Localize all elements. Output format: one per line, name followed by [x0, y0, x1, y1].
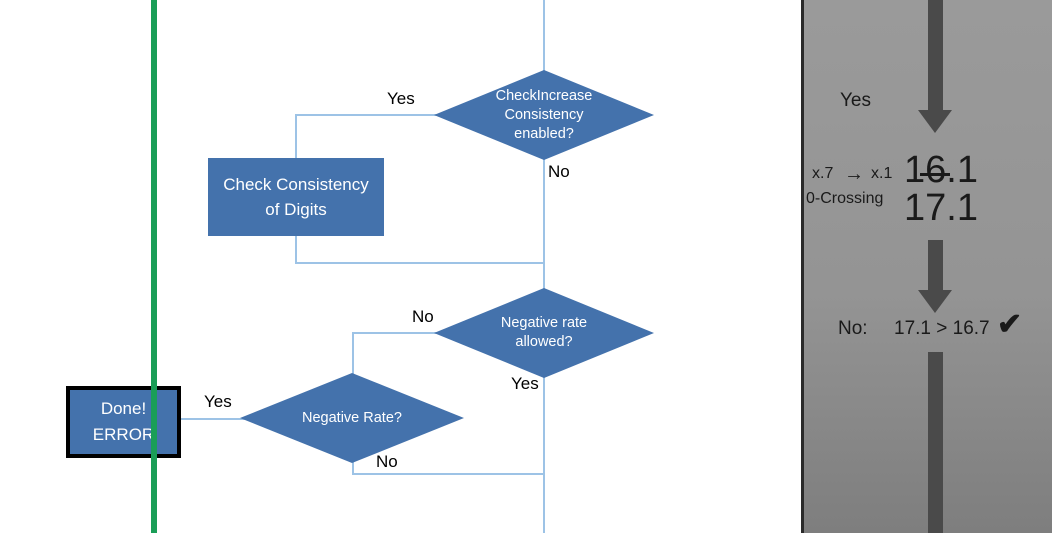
decision-check-increase-consistency[interactable]: CheckIncrease Consistency enabled?: [434, 70, 654, 160]
terminal-label: Done! ERROR: [92, 399, 155, 444]
connector-neg-rate-no-up: [352, 455, 354, 474]
panel-zero-crossing-label: 0-Crossing: [806, 190, 884, 207]
panel-arrow-shaft-2: [928, 240, 943, 290]
edge-label-check-increase-no: No: [548, 162, 570, 181]
panel-value-before-strikethrough: [920, 173, 950, 176]
connector-yes-return: [295, 262, 544, 264]
terminal-done-error[interactable]: Done! ERROR: [66, 386, 181, 458]
panel-arrow-head-2: [918, 290, 952, 313]
panel-arrow-shaft-1: [928, 0, 943, 110]
connector-yes-out: [296, 114, 446, 116]
panel-arrow-shaft-3: [928, 352, 943, 533]
connector-neg-allowed-no: [353, 332, 446, 334]
process-check-consistency-of-digits[interactable]: Check Consistency of Digits: [208, 158, 384, 236]
process-label: Check Consistency of Digits: [223, 175, 369, 219]
panel-rule-target: x.1: [871, 165, 893, 182]
connector-neg-rate-yes: [172, 418, 250, 420]
highlight-line: [151, 0, 157, 533]
edge-label-check-increase-yes: Yes: [387, 89, 415, 108]
panel-rule-arrow-icon: →: [844, 163, 864, 185]
decision-negative-rate[interactable]: Negative Rate?: [240, 373, 464, 463]
panel-check-icon: ✔: [997, 308, 1023, 341]
panel-rule-source: x.7: [812, 165, 834, 182]
connector-spine-bottom: [543, 360, 545, 533]
edge-label-negative-rate-yes: Yes: [204, 392, 232, 411]
panel-value-before: 16.1: [904, 149, 978, 191]
edge-label-negative-rate-allowed-yes: Yes: [511, 374, 539, 393]
connector-neg-allowed-no-down: [352, 332, 354, 374]
diamond-shape-icon: [434, 70, 654, 160]
edge-label-negative-rate-no: No: [376, 452, 398, 471]
annotation-panel: Yes x.7 → x.1 0-Crossing 16.1 17.1 No: 1…: [801, 0, 1052, 533]
panel-value-after: 17.1: [904, 187, 978, 229]
connector-spine-middle: [543, 145, 545, 295]
panel-comparison-prefix: No:: [838, 318, 868, 339]
panel-comparison-expression: 17.1 > 16.7: [894, 318, 990, 339]
edge-label-negative-rate-allowed-no: No: [412, 307, 434, 326]
panel-arrow-head-1: [918, 110, 952, 133]
diamond-shape-icon: [434, 288, 654, 378]
connector-spine-top: [543, 0, 545, 85]
panel-yes-label: Yes: [840, 90, 871, 111]
decision-negative-rate-allowed[interactable]: Negative rate allowed?: [434, 288, 654, 378]
connector-neg-rate-no: [352, 473, 544, 475]
diamond-shape-icon: [240, 373, 464, 463]
